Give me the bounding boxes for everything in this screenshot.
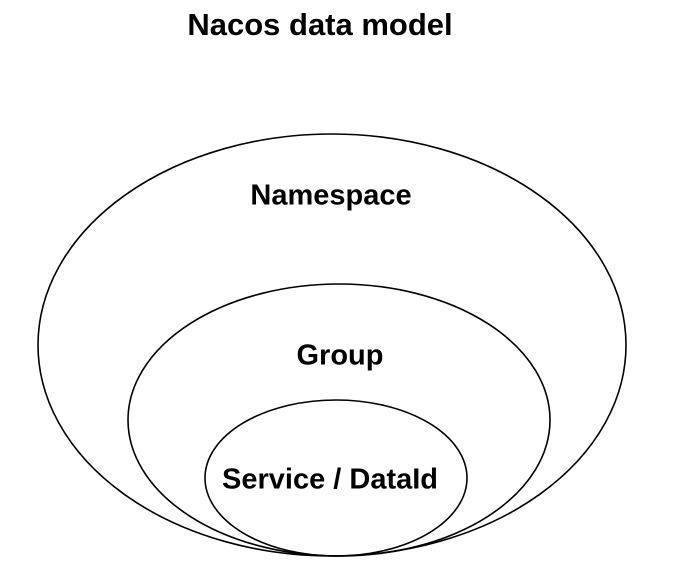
namespace-label: Namespace bbox=[250, 179, 412, 212]
group-ellipse bbox=[127, 283, 551, 557]
service-dataid-ellipse bbox=[204, 399, 468, 557]
group-label: Group bbox=[296, 339, 384, 372]
diagram-title: Nacos data model bbox=[187, 7, 453, 42]
service-dataid-label: Service / DataId bbox=[222, 463, 438, 496]
